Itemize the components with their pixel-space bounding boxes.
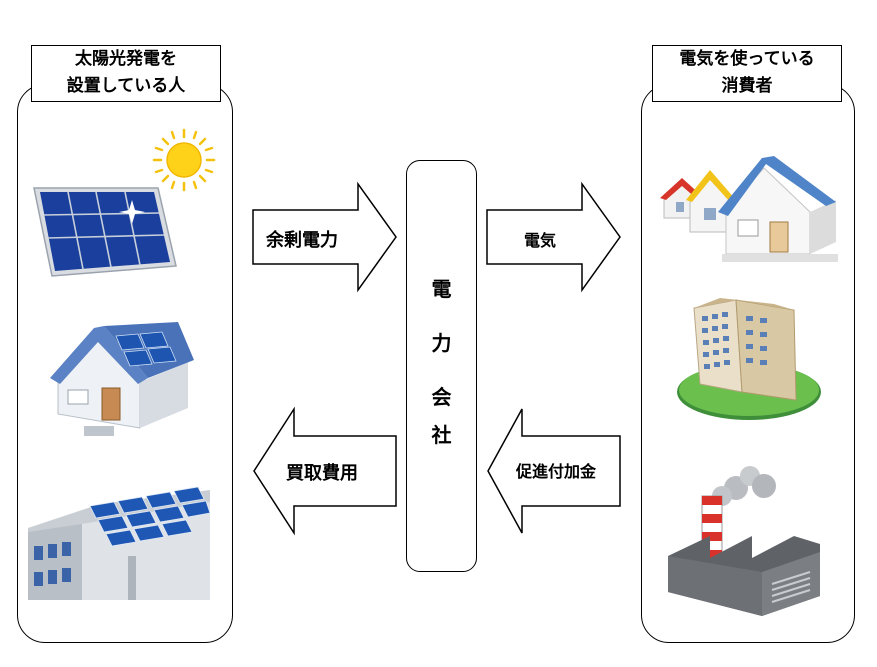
house-with-solar-icon xyxy=(50,322,194,436)
right-panel-title-line2: 消費者 xyxy=(721,76,773,96)
company-char-4: 社 xyxy=(431,423,452,447)
right-panel-title-line1: 電気を使っている xyxy=(679,49,815,69)
surcharge-label: 促進付加金 xyxy=(516,462,597,481)
company-char-3: 会 xyxy=(431,385,452,409)
factory-icon xyxy=(668,466,820,616)
apartment-building-icon xyxy=(677,298,821,420)
left-panel-title-line2: 設置している人 xyxy=(66,76,186,96)
houses-icon xyxy=(660,156,838,262)
right-panel-title: 電気を使っている 消費者 xyxy=(652,45,842,102)
company-char-2: 力 xyxy=(431,331,452,355)
purchase-cost-label: 買取費用 xyxy=(286,463,358,484)
electricity-label: 電気 xyxy=(524,231,557,250)
surplus-power-arrow xyxy=(252,181,397,293)
left-panel-title-line1: 太陽光発電を xyxy=(75,49,177,69)
surplus-power-label: 余剰電力 xyxy=(266,230,338,251)
purchase-cost-arrow xyxy=(253,406,397,536)
power-company-box: 電 力 会 社 xyxy=(406,160,477,572)
company-char-1: 電 xyxy=(431,277,452,301)
electricity-arrow xyxy=(486,181,621,293)
surcharge-arrow xyxy=(487,408,621,534)
sun-icon xyxy=(152,128,216,192)
solar-panel-icon xyxy=(33,187,177,277)
building-with-solar-icon xyxy=(28,486,211,600)
left-panel-title: 太陽光発電を 設置している人 xyxy=(31,45,221,102)
